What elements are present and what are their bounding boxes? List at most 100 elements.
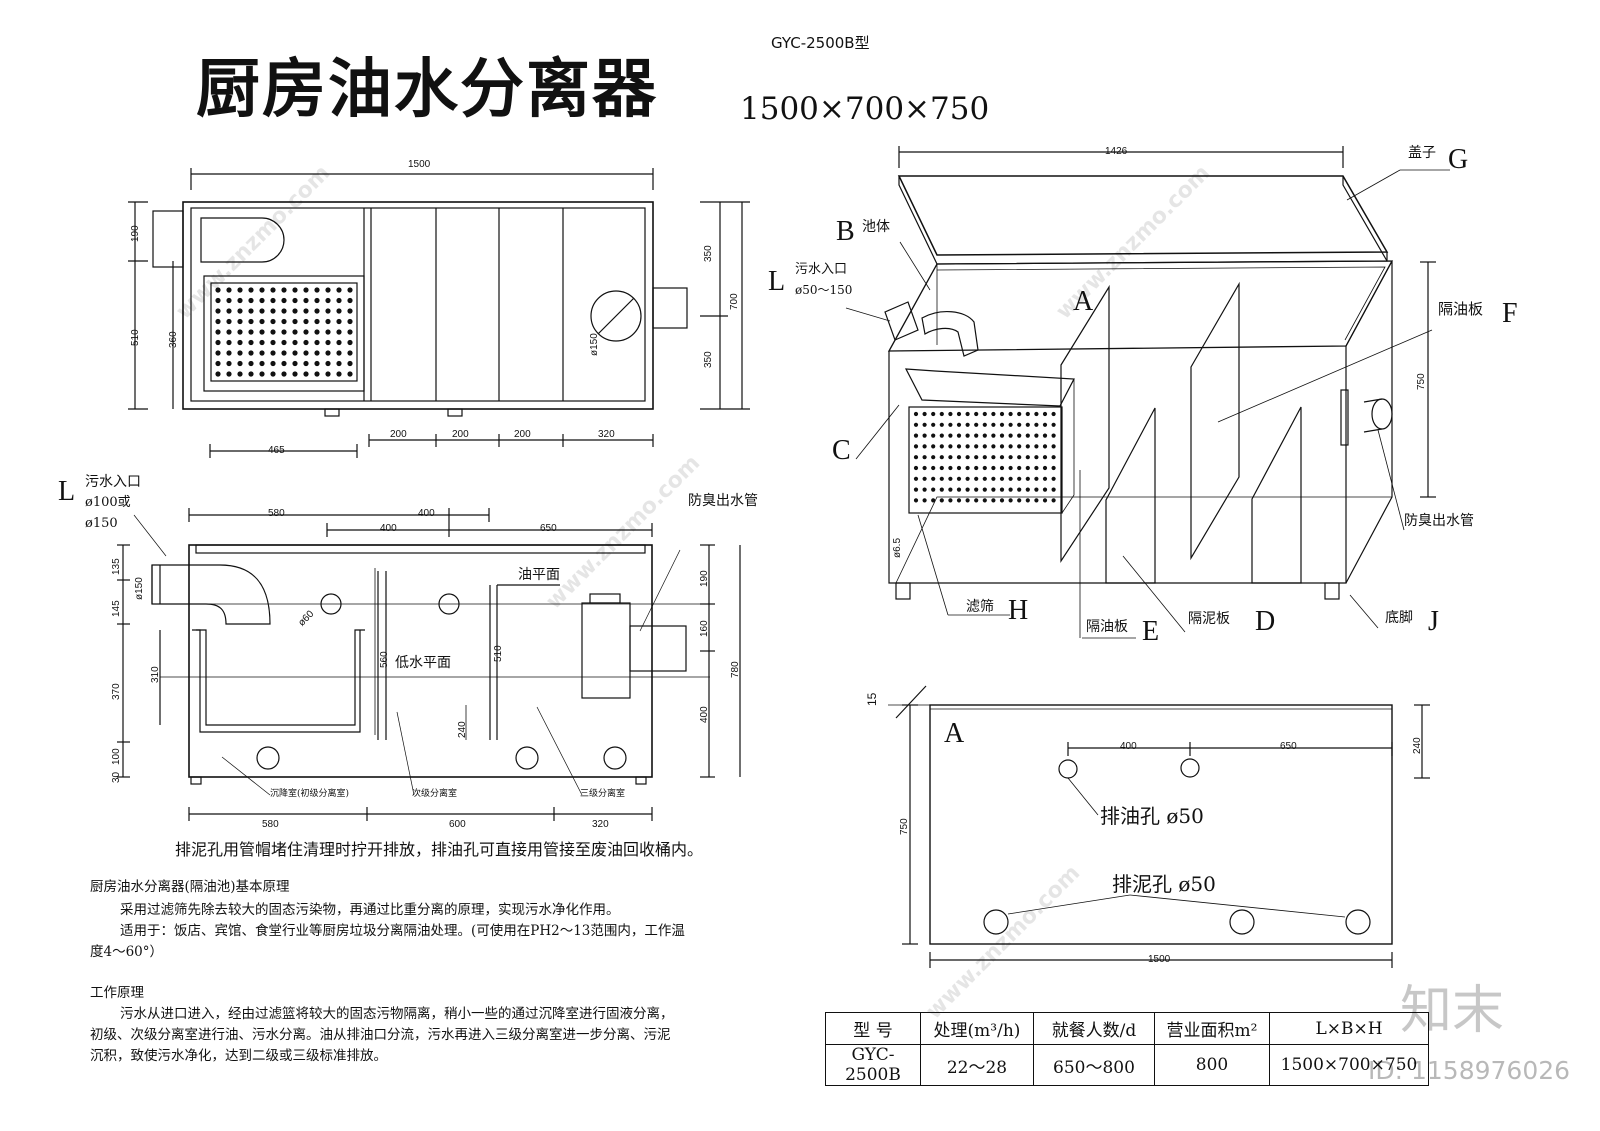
spec-cell: 1500×700×750 [1269, 1044, 1429, 1086]
dim-s-r190: 190 [699, 570, 710, 587]
filter-hole [913, 433, 919, 438]
filter-hole [259, 371, 265, 377]
filter-hole [336, 339, 342, 346]
filter-hole [237, 287, 243, 293]
filter-hole [1025, 465, 1030, 471]
filter-hole [1034, 455, 1039, 460]
filter-hole [215, 371, 221, 377]
filter-hole [347, 287, 353, 293]
filter-hole [270, 308, 276, 314]
filter-hole [325, 360, 331, 367]
filter-hole [303, 287, 309, 293]
filter-hole [965, 476, 970, 481]
filter-hole [325, 329, 331, 335]
dim-s-145: 145 [111, 600, 122, 617]
dim-s-b320: 320 [592, 819, 609, 830]
filter-hole [259, 287, 265, 293]
filter-hole [325, 371, 331, 377]
filter-hole [303, 339, 309, 346]
watermark-brand: 知末 [1400, 981, 1505, 1041]
filter-hole [215, 287, 221, 293]
dim-465: 465 [268, 445, 285, 456]
filter-hole [292, 350, 298, 356]
label-d-letter: D [1255, 606, 1276, 637]
filter-hole [215, 308, 221, 314]
dim-s-b600: 600 [449, 819, 466, 830]
filter-hole [259, 329, 265, 335]
filter-hole [237, 339, 243, 346]
filter-hole [248, 308, 254, 314]
filter-hole [1008, 487, 1013, 492]
filter-hole [336, 287, 342, 293]
filter-hole [347, 297, 353, 304]
filter-hole [913, 465, 919, 471]
dim-s-370: 370 [111, 683, 122, 700]
filter-hole [248, 318, 254, 325]
filter-hole [314, 287, 320, 293]
filter-hole [226, 339, 232, 346]
filter-hole [215, 350, 221, 356]
plate-dim-400: 400 [1120, 741, 1137, 752]
filter-hole [922, 498, 927, 503]
label-l-letter: L [768, 266, 786, 297]
filter-hole [347, 318, 353, 325]
dim-s-r160: 160 [699, 620, 710, 637]
filter-hole [336, 360, 342, 367]
filter-hole [948, 476, 953, 481]
filter-hole [336, 371, 342, 377]
filter-hole [248, 329, 254, 335]
filter-hole [270, 371, 276, 377]
filter-hole [281, 339, 287, 346]
filter-hole [270, 287, 276, 293]
filter-hole [248, 371, 254, 377]
filter-hole [259, 360, 265, 367]
filter-hole [314, 371, 320, 377]
filter-hole [1042, 433, 1048, 438]
filter-hole [991, 465, 996, 471]
page-title: 厨房油水分离器 [196, 52, 658, 127]
filter-hole [1008, 455, 1013, 460]
filter-hole [226, 297, 232, 304]
filter-hole [1042, 422, 1048, 427]
spec-cell: 800 [1154, 1044, 1270, 1086]
filter-hole [991, 498, 996, 503]
filter-hole [991, 422, 996, 427]
chamber-1-label: 沉降室(初级分离室) [270, 789, 350, 799]
filter-hole [303, 371, 309, 377]
label-dia-65: ø6.5 [892, 537, 903, 558]
filter-hole [991, 444, 996, 449]
filter-hole [922, 455, 927, 460]
dim-200b: 200 [452, 429, 469, 440]
filter-hole [1051, 487, 1056, 492]
filter-hole [974, 411, 979, 417]
filter-hole [956, 465, 962, 471]
label-h-letter: H [1008, 595, 1029, 626]
filter-hole [1042, 498, 1048, 503]
watermark-id: ID: 1158976026 [1368, 1056, 1571, 1085]
filter-hole [1042, 476, 1048, 481]
filter-hole [922, 476, 927, 481]
filter-hole [931, 476, 936, 481]
spec-header-cell: 型 号 [825, 1012, 921, 1045]
filter-hole [248, 339, 254, 346]
plate-view [888, 685, 1430, 968]
filter-hole [956, 487, 962, 492]
label-b-letter: B [836, 216, 855, 247]
chamber-3-label: 三级分离室 [580, 789, 626, 799]
filter-hole [292, 308, 298, 314]
filter-hole [974, 476, 979, 481]
dim-s-780: 780 [730, 661, 741, 678]
filter-hole [1008, 422, 1013, 427]
filter-hole [913, 455, 919, 460]
filter-hole [1051, 476, 1056, 481]
filter-hole [237, 318, 243, 325]
plate-thickness: 15 [865, 692, 879, 706]
filter-hole [336, 329, 342, 335]
filter-hole [226, 308, 232, 314]
dim-s-650: 650 [540, 523, 557, 534]
dim-s-510: 510 [493, 645, 504, 662]
spec-header-cell: 就餐人数/d [1033, 1012, 1155, 1045]
filter-hole [281, 371, 287, 377]
model-code: GYC-2500B型 [771, 34, 870, 52]
filter-hole [1051, 465, 1056, 471]
